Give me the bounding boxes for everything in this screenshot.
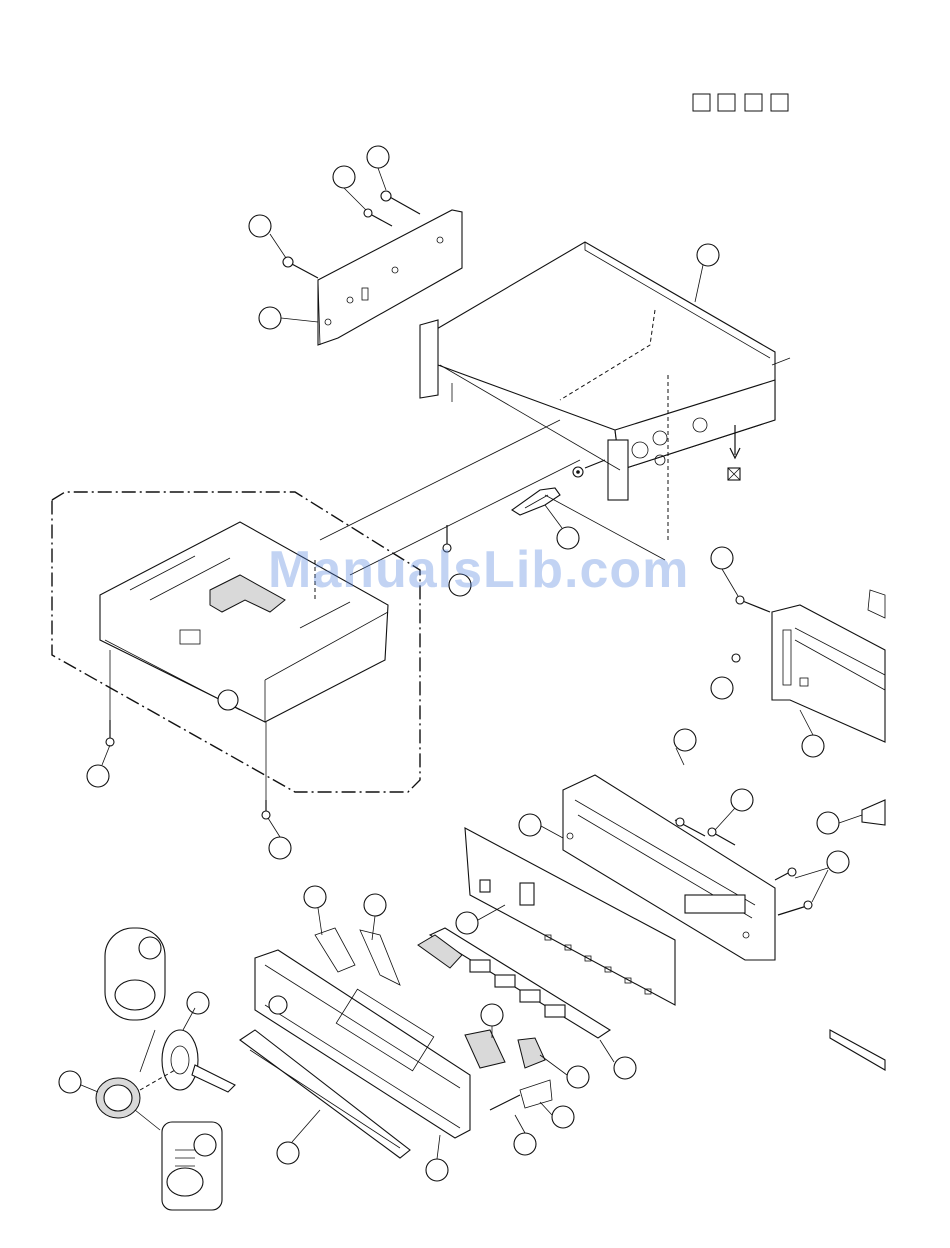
small-plate <box>830 1030 885 1070</box>
ref-box-1 <box>693 94 710 111</box>
knob-assembly <box>96 928 235 1210</box>
ref-box-3 <box>745 94 762 111</box>
ref-box-4 <box>771 94 788 111</box>
side-bracket <box>318 210 462 345</box>
small-clip <box>862 800 885 825</box>
top-chassis <box>420 242 790 540</box>
right-holder <box>732 590 885 742</box>
ref-box-2 <box>718 94 735 111</box>
leader-line-1 <box>320 420 560 540</box>
front-panel <box>255 928 552 1138</box>
mechanism-unit <box>52 492 420 792</box>
watermark-text: ManualsLib.com <box>268 540 689 600</box>
page-reference-boxes <box>693 94 788 111</box>
